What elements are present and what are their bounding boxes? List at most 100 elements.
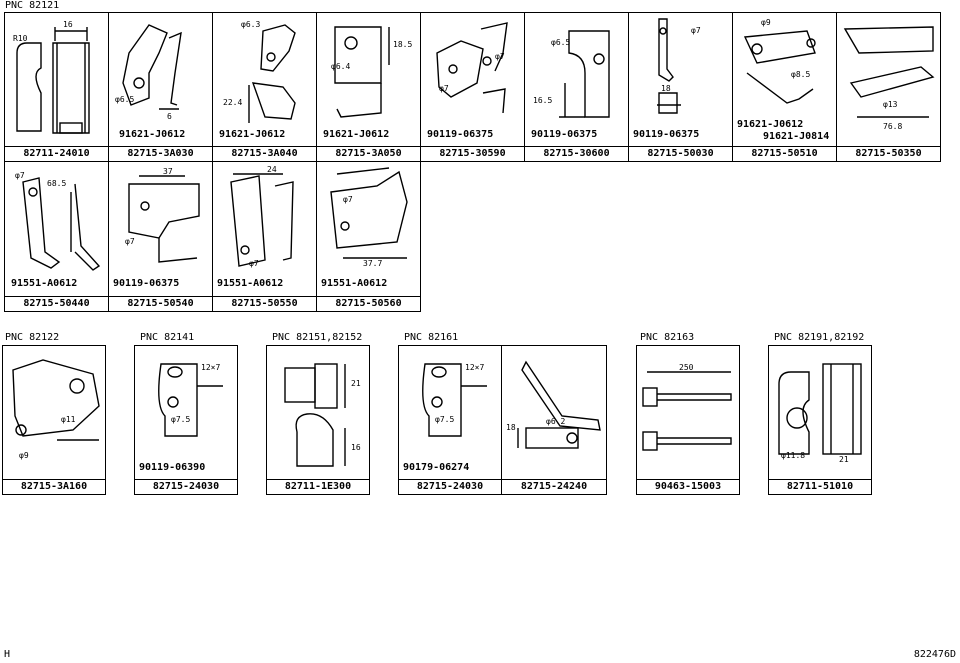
bracket-drawing [122, 24, 182, 110]
bolt-number: 90179-06274 [403, 462, 470, 473]
bolt-number-2: 91621-J0814 [763, 131, 830, 142]
part-cell-82715-50030[interactable]: φ7 18 90119-06375 82715-50030 [628, 12, 733, 162]
dim-hole: φ6.5 [115, 95, 135, 104]
dim-hole: φ6.5 [551, 38, 571, 47]
dim-radius: R10 [13, 34, 28, 43]
dim-hole-a: φ11 [61, 415, 76, 424]
part-cell-82715-3A160[interactable]: φ11 φ9 82715-3A160 [2, 345, 106, 495]
pnc-label-82122: PNC 82122 [5, 332, 60, 343]
part-number: 82715-50350 [837, 146, 940, 161]
part-number: 82715-50540 [109, 296, 212, 311]
bolt-number: 90119-06375 [633, 129, 700, 140]
part-cell-82715-3A050[interactable]: 18.5 φ6.4 91621-J0612 82715-3A050 [316, 12, 421, 162]
part-number: 82715-3A040 [213, 146, 316, 161]
dim-length: 250 [679, 363, 694, 372]
part-cell-82715-50540[interactable]: 37 φ7 90119-06375 82715-50540 [108, 161, 213, 312]
part-number: 82711-24010 [5, 146, 108, 161]
bracket-drawing [843, 26, 935, 118]
part-cell-82715-50510[interactable]: φ9 φ8.5 91621-J0612 91621-J0814 82715-50… [732, 12, 837, 162]
dim-hole: φ7 [125, 237, 135, 246]
dim-width: 16 [63, 20, 73, 29]
part-cell-82715-50440[interactable]: φ7 68.5 91551-A0612 82715-50440 [4, 161, 109, 312]
part-number: 82715-50510 [733, 146, 836, 161]
dim-hole: φ7 [691, 26, 701, 35]
bracket-drawing [22, 177, 101, 271]
bolt-number: 90119-06375 [427, 129, 494, 140]
bracket-drawing [559, 30, 610, 118]
dim-hole-b: φ9 [19, 451, 29, 460]
part-number: 82715-50030 [629, 146, 732, 161]
dim-height: 16.5 [533, 96, 553, 105]
part-cell-82715-50350[interactable]: φ13 76.8 82715-50350 [836, 12, 941, 162]
part-cell-90463-15003[interactable]: 250 90463-15003 [636, 345, 740, 495]
dim-width: 6 [167, 112, 172, 121]
part-cell-82715-3A040[interactable]: φ6.3 22.4 91621-J0612 82715-3A040 [212, 12, 317, 162]
part-cell-82715-3A030[interactable]: φ6.5 6 91621-J0612 82715-3A030 [108, 12, 213, 162]
part-number: 82715-3A030 [109, 146, 212, 161]
dim-slot: 12×7 [201, 363, 221, 372]
part-number: 82711-51010 [769, 479, 871, 494]
bolt-number: 90119-06390 [139, 462, 206, 473]
part-number: 82715-30590 [421, 146, 524, 161]
part-cell-82715-24240[interactable]: φ6.2 18 82715-24240 [501, 345, 607, 495]
footer-left-code: H [4, 649, 11, 660]
part-number: 82715-30600 [525, 146, 628, 161]
bracket-drawing [657, 18, 681, 114]
part-cell-82715-24030[interactable]: 12×7 φ7.5 90119-06390 82715-24030 [134, 345, 238, 495]
part-cell-82711-1E300[interactable]: 21 16 82711-1E300 [266, 345, 370, 495]
bracket-drawing [334, 26, 390, 118]
dim-hole-a: φ9 [761, 18, 771, 27]
dim-hole-a: φ7 [495, 52, 505, 61]
pnc-label-82161: PNC 82161 [404, 332, 459, 343]
pnc-label-82151-82152: PNC 82151,82152 [272, 332, 363, 343]
bolt-number: 91621-J0612 [737, 119, 804, 130]
dim-height: 18 [506, 423, 516, 432]
pnc-label-82163: PNC 82163 [640, 332, 695, 343]
bracket-drawing [517, 360, 601, 449]
pnc-label-82191-82192: PNC 82191,82192 [774, 332, 865, 343]
bracket-drawing [743, 30, 816, 104]
part-number: 82715-24240 [502, 479, 606, 494]
part-number: 82715-24030 [399, 479, 501, 494]
pnc-label-82141: PNC 82141 [140, 332, 195, 343]
bracket-drawing [158, 363, 223, 437]
bracket-drawing [128, 175, 200, 263]
dim-length: 76.8 [883, 122, 903, 131]
dim-width: 18 [661, 84, 671, 93]
part-cell-82711-24010[interactable]: 16 R10 82711-24010 [4, 12, 109, 162]
bracket-drawing [436, 22, 508, 114]
dim-width: 24 [267, 165, 277, 174]
dim-hole-b: φ8.5 [791, 70, 811, 79]
dim-hole: φ7 [249, 259, 259, 268]
part-cell-82715-30600[interactable]: φ6.5 16.5 90119-06375 82715-30600 [524, 12, 629, 162]
bolt-number: 90119-06375 [113, 278, 180, 289]
dim-length: 37.7 [363, 259, 383, 268]
part-cell-82715-30590[interactable]: φ7 φ7 90119-06375 82715-30590 [420, 12, 525, 162]
bolt-number: 90119-06375 [531, 129, 598, 140]
dim-height-b: 16 [351, 443, 361, 452]
clamp-drawing [16, 27, 90, 134]
part-cell-82711-51010[interactable]: φ11.8 21 82711-51010 [768, 345, 872, 495]
dim-length: 68.5 [47, 179, 67, 188]
dim-hole: φ7 [15, 171, 25, 180]
bolt-number: 91621-J0612 [219, 129, 286, 140]
dim-hole: φ11.8 [781, 451, 806, 460]
bolt-number: 91551-A0612 [11, 278, 78, 289]
footer-illustration-number: 822476D [913, 649, 956, 660]
dim-slot: 12×7 [465, 363, 485, 372]
dim-hole: φ13 [883, 100, 898, 109]
cable-tie-drawing [642, 371, 732, 451]
dim-hole: φ7 [343, 195, 353, 204]
clip-drawing [284, 363, 346, 467]
bolt-number: 91621-J0612 [119, 129, 186, 140]
part-cell-82715-24030-b[interactable]: 12×7 φ7.5 90179-06274 82715-24030 [398, 345, 502, 495]
dim-hole: φ6.2 [546, 417, 566, 426]
part-cell-82715-50550[interactable]: 24 φ7 91551-A0612 82715-50550 [212, 161, 317, 312]
bracket-drawing [230, 173, 294, 267]
bracket-drawing [422, 363, 487, 437]
part-number: 82715-24030 [135, 479, 237, 494]
dim-hole: φ7.5 [171, 415, 191, 424]
dim-height-a: 21 [351, 379, 361, 388]
bolt-number: 91551-A0612 [321, 278, 388, 289]
part-cell-82715-50560[interactable]: φ7 37.7 91551-A0612 82715-50560 [316, 161, 421, 312]
